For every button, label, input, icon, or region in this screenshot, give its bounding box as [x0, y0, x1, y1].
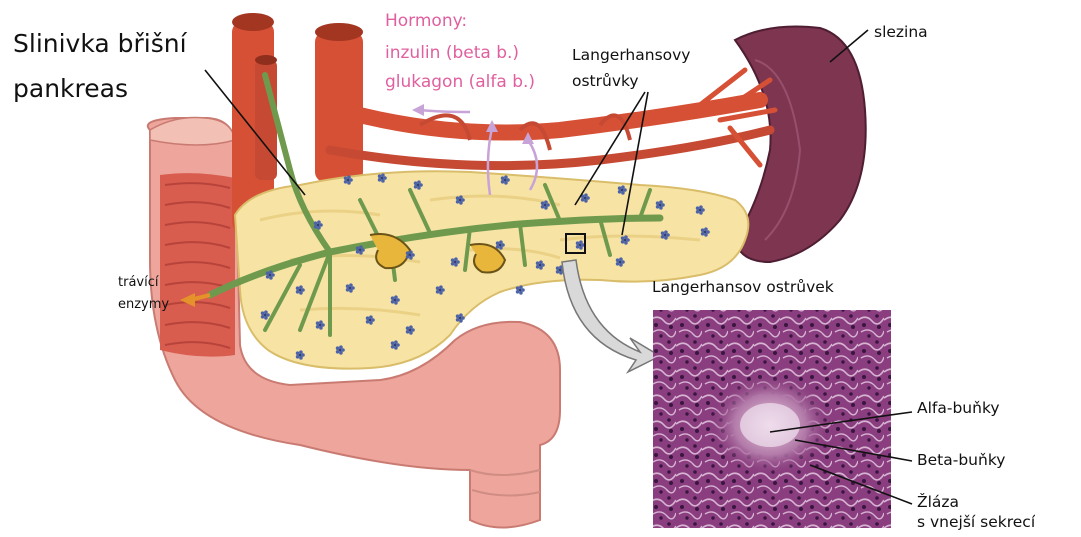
gland-label-line2: s vnejší sekrecí — [917, 514, 1035, 533]
hormone-arrowhead — [412, 104, 424, 116]
alpha-cells-label: Alfa-buňky — [917, 400, 1000, 418]
gland-label-line1: Žláza — [917, 494, 959, 512]
hormone-insulin: inzulin (beta b.) — [385, 44, 519, 64]
micrograph — [653, 310, 891, 528]
micro-heading: Langerhansov ostrůvek — [652, 279, 834, 297]
islets-label-line1: Langerhansovy — [572, 47, 690, 65]
spleen-label: slezina — [874, 24, 928, 42]
enzymes-label-line2: enzymy — [118, 298, 169, 313]
title-line2: pankreas — [13, 75, 128, 104]
islets-label-line2: ostrůvky — [572, 73, 639, 91]
title-line1: Slinivka břišní — [13, 30, 187, 59]
enzymes-label-line1: trávící — [118, 276, 158, 291]
hormones-heading: Hormony: — [385, 12, 467, 32]
beta-cells-label: Beta-buňky — [917, 452, 1005, 470]
hormone-glucagon: glukagon (alfa b.) — [385, 73, 535, 93]
spleen — [735, 27, 866, 263]
islet-dot — [516, 285, 525, 294]
